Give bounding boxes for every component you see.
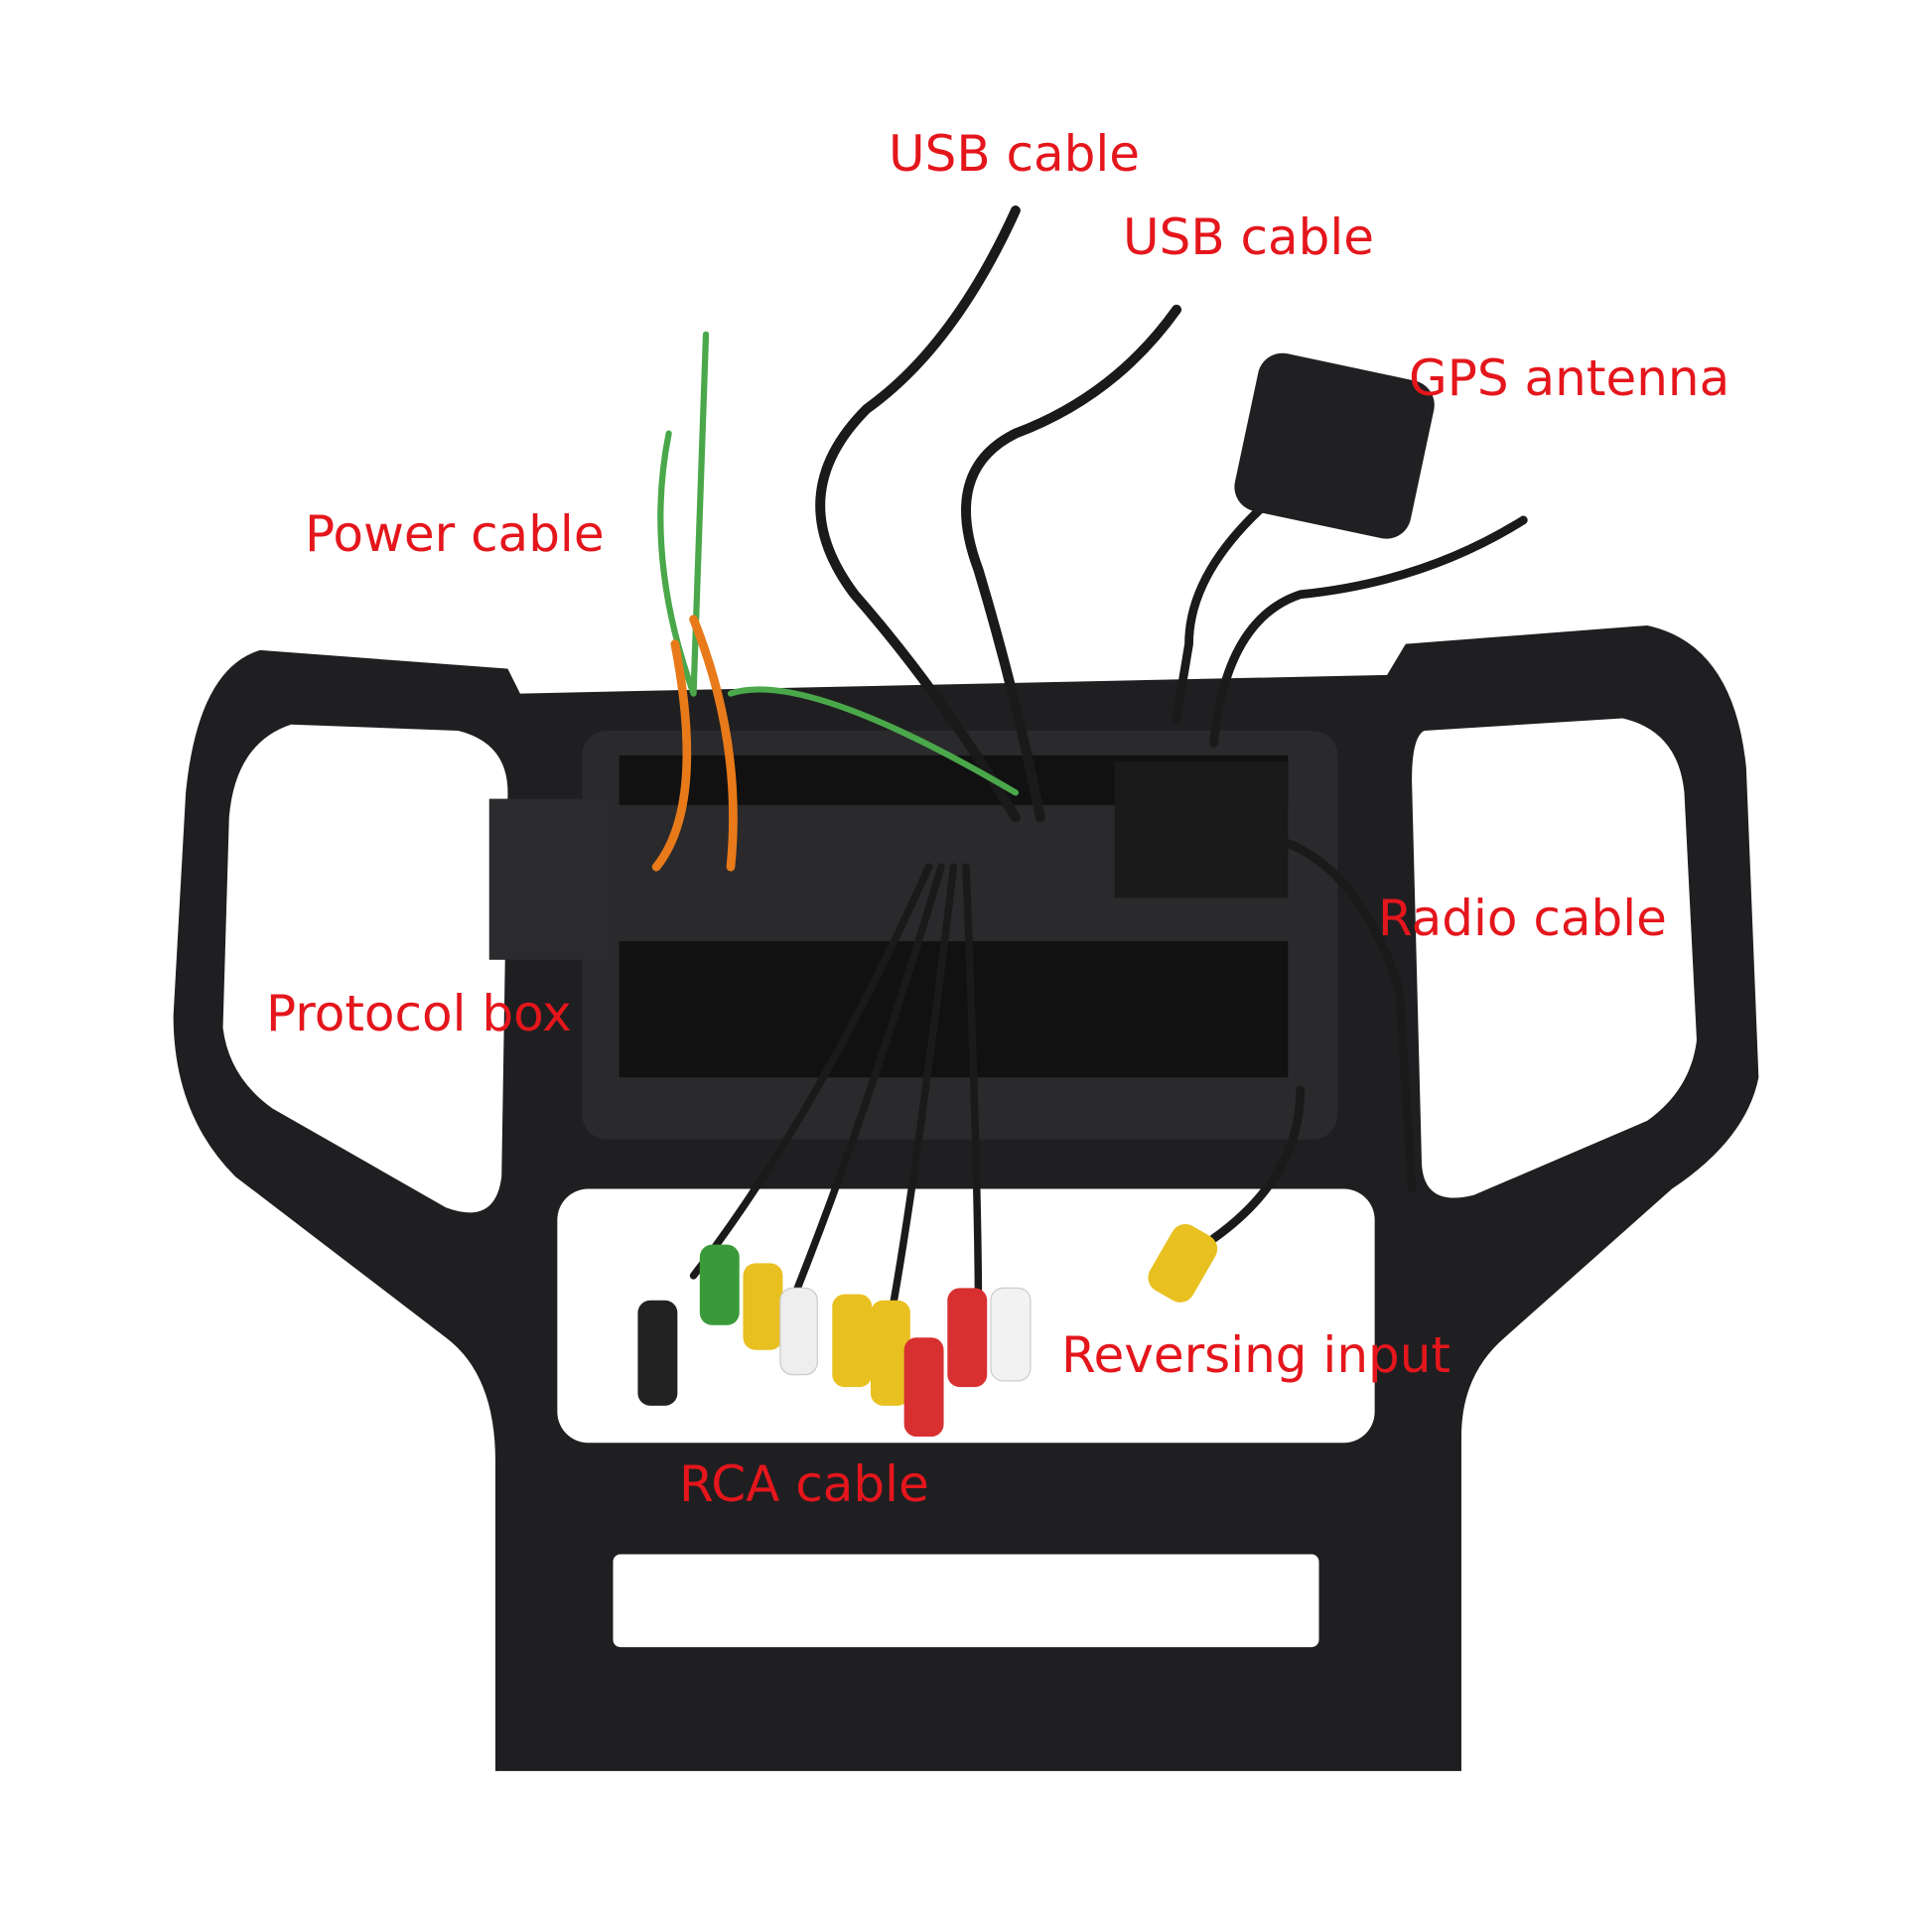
label-power-cable: Power cable [305, 505, 605, 563]
label-rca-cable: RCA cable [679, 1455, 929, 1513]
dash-bezel-frame [173, 624, 1759, 1771]
label-radio-cable: Radio cable [1378, 890, 1667, 947]
label-usb-cable-1: USB cable [889, 125, 1141, 183]
rca-plugs [637, 1223, 1218, 1438]
label-reversing-input: Reversing input [1061, 1326, 1451, 1384]
protocol-box [488, 798, 608, 960]
label-usb-cable-2: USB cable [1123, 208, 1375, 266]
label-gps-antenna: GPS antenna [1409, 349, 1730, 407]
cables [651, 206, 1528, 1317]
label-protocol-box: Protocol box [266, 985, 572, 1042]
gps-antenna-module [1234, 352, 1435, 539]
